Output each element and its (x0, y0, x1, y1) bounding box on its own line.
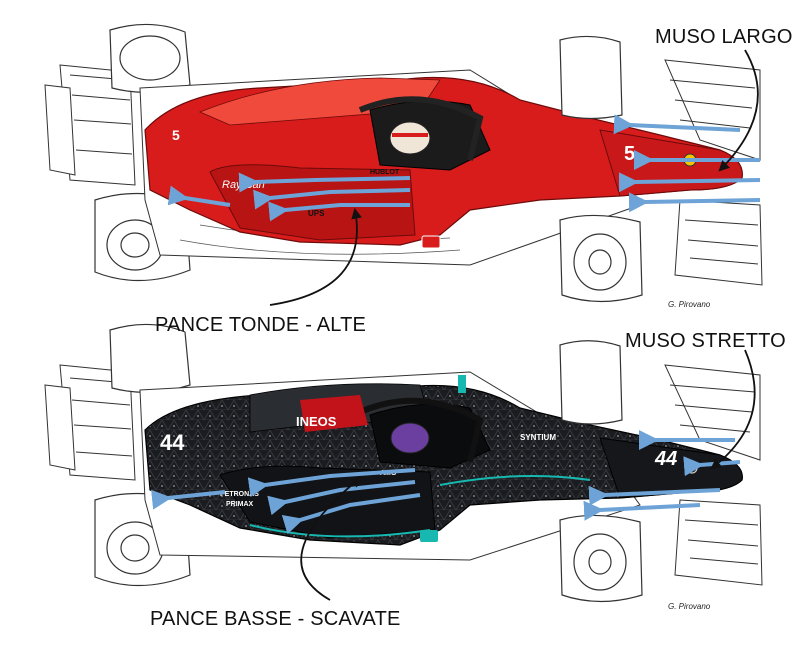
callout-line-muso-stretto (710, 349, 756, 470)
mercedes-car: 44 44 INEOS PETRONAS PRIMAX SYNTIUM AMG (44, 323, 763, 603)
artist-signature-bottom: G. Pirovano (668, 602, 711, 611)
ferrari-front-tyres (559, 35, 643, 303)
ferrari-halo (358, 96, 484, 161)
label-muso-largo: MUSO LARGO (655, 26, 793, 48)
ferrari-front-wing (664, 59, 763, 286)
ferrari-number-rear: 5 (172, 127, 180, 143)
callout-line-pance-basse (300, 476, 362, 601)
callout-line-pance-tonde (269, 207, 362, 306)
mercedes-sponsor-ineos: INEOS (296, 414, 337, 429)
mercedes-sponsor-petronas: PETRONAS (220, 491, 259, 498)
ferrari-wing-mirror-badge (421, 235, 441, 249)
mercedes-teal-camera-pod (458, 375, 466, 393)
mercedes-halo (358, 397, 484, 463)
mercedes-front-wing (664, 364, 763, 586)
ferrari-sponsor-ups: UPS (308, 209, 325, 218)
mercedes-wing-mirror-badge (420, 530, 438, 542)
label-pance-basse-scavate: PANCE BASSE - SCAVATE (150, 608, 401, 630)
mercedes-sponsor-primax: PRIMAX (226, 501, 254, 508)
ferrari-number-nose: 5 (624, 143, 635, 165)
label-muso-stretto: MUSO STRETTO (625, 330, 786, 352)
callout-line-muso-largo (718, 49, 759, 172)
callout-lines (269, 49, 759, 601)
ferrari-airflow-arrows (167, 114, 761, 222)
mercedes-front-tyres (559, 340, 643, 603)
mercedes-sponsor-syntium: SYNTIUM (520, 433, 556, 442)
mercedes-airflow-arrows (151, 430, 741, 535)
label-pance-tonde-alte: PANCE TONDE - ALTE (155, 314, 367, 336)
mercedes-number-rear: 44 (160, 430, 185, 455)
ferrari-rear-wing (44, 64, 136, 186)
mercedes-driver-helmet (390, 422, 430, 454)
artist-signature-top: G. Pirovano (668, 300, 711, 309)
ferrari-sponsor-hublot: HUBLOT (370, 169, 400, 176)
ferrari-car: 5 5 HUBLOT Ray-Ban UPS (44, 23, 763, 303)
mercedes-rear-wing (44, 364, 136, 481)
mercedes-number-nose: 44 (654, 448, 677, 470)
ferrari-driver-helmet (389, 121, 431, 155)
